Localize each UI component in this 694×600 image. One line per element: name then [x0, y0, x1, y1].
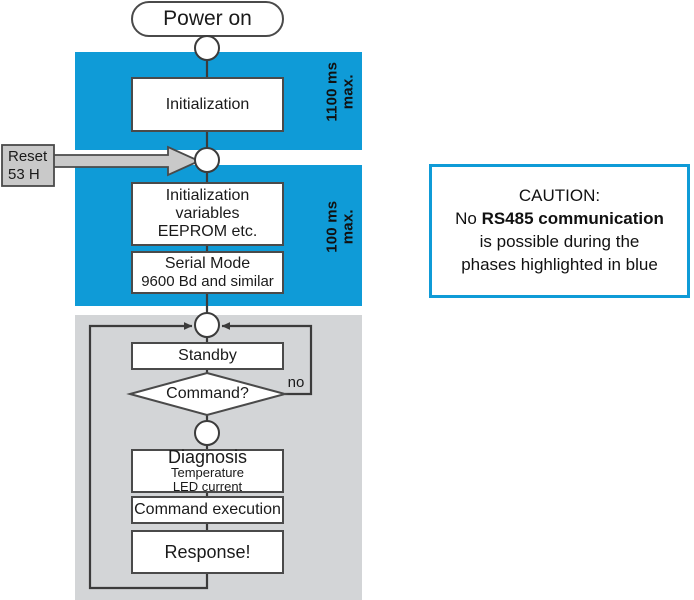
band-1100-line1: 1100 ms [323, 61, 341, 122]
init-vars-line-3: EEPROM etc. [157, 223, 258, 240]
decision-no-label: no [287, 374, 305, 391]
diagnosis-line-1: Diagnosis [167, 447, 248, 468]
node-diagnosis-shape [131, 449, 284, 493]
caution-line-3: is possible during the [479, 232, 640, 251]
node-power-on-label: Power on [163, 7, 252, 30]
caution-heading: CAUTION: [518, 186, 601, 206]
node-command-decision-shape [126, 371, 289, 417]
junction-after-decision [194, 420, 220, 446]
reset-line-2: 53 H [8, 165, 40, 183]
node-serial-mode-label: Serial Mode 9600 Bd and similar [132, 252, 283, 293]
serial-mode-line-1: Serial Mode [164, 255, 251, 272]
serial-mode-line-2: 9600 Bd and similar [141, 273, 274, 290]
node-initialization-label: Initialization [165, 95, 250, 113]
node-init-variables-label: Initialization variables EEPROM etc. [132, 183, 283, 245]
diagnosis-line-2: Temperature [171, 465, 244, 481]
node-response-shape [131, 530, 284, 574]
node-init-variables-shape [131, 182, 284, 246]
node-standby-label: Standby [178, 347, 237, 364]
band-100-line2: max. [339, 209, 356, 245]
reset-input-label: Reset 53 H [8, 148, 56, 183]
loop-back-path [88, 322, 209, 590]
diagnosis-line-3: LED current [172, 479, 243, 494]
init-vars-line-1: Initialization [165, 187, 250, 204]
junction-reset-entry [194, 147, 220, 173]
node-command-execution-label: Command execution [134, 501, 281, 518]
caution-line-2-emphasis: RS485 communication [481, 209, 664, 229]
node-command-execution-shape [131, 496, 284, 524]
node-diagnosis-label: Diagnosis Temperature LED current [132, 447, 283, 494]
node-serial-mode-shape [131, 251, 284, 294]
band-100-line1: 100 ms [323, 200, 341, 253]
band-label-100ms: 100 ms max. [323, 187, 356, 267]
junction-loop-top [194, 312, 220, 338]
reset-line-1: Reset [8, 148, 48, 165]
caution-line-2-prefix: No [455, 209, 482, 229]
reset-block-arrow [52, 145, 202, 177]
caution-line-4: phases highlighted in blue [461, 254, 658, 274]
node-response-label: Response! [164, 541, 251, 562]
branch-no-path [221, 322, 313, 396]
node-standby-shape [131, 342, 284, 370]
reset-input-box [1, 144, 55, 187]
node-command-decision-label: Command? [166, 385, 249, 402]
caution-panel: CAUTION: No RS485 communication is possi… [429, 164, 690, 298]
node-initialization-shape [131, 77, 284, 132]
caution-line-2: No RS485 communication [455, 208, 664, 231]
band-label-1100ms: 1100 ms max. [323, 52, 356, 132]
band-1100-line2: max. [339, 74, 356, 110]
junction-after-power-on [194, 35, 220, 61]
init-vars-line-2: variables [175, 205, 240, 222]
